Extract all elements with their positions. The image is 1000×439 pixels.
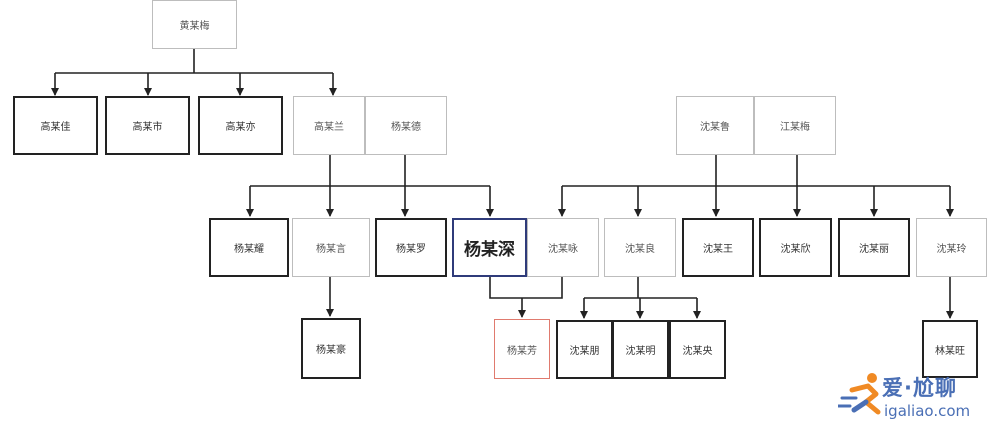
node-gao-2: 高某市	[105, 96, 190, 155]
node-shen-4: 沈某丽	[838, 218, 910, 277]
node-gao-1: 高某佳	[13, 96, 98, 155]
node-shen-peng: 沈某朋	[556, 320, 613, 379]
node-shen-3: 沈某欣	[759, 218, 832, 277]
watermark-title: 爱·尬聊	[882, 376, 957, 400]
node-shen-yang: 沈某央	[669, 320, 726, 379]
node-gao-lan: 高某兰	[293, 96, 365, 155]
watermark-url: igaliao.com	[884, 402, 971, 420]
node-yang-hao: 杨某豪	[301, 318, 361, 379]
node-shen-2: 沈某王	[682, 218, 754, 277]
node-shen-yong: 沈某咏	[527, 218, 599, 277]
node-yang-3: 杨某罗	[375, 218, 447, 277]
node-shen-liang: 沈某良	[604, 218, 676, 277]
node-shen-father: 沈某鲁	[676, 96, 754, 155]
node-yang-1: 杨某耀	[209, 218, 289, 277]
node-shen-ming: 沈某明	[612, 320, 669, 379]
node-shen-mother: 江某梅	[754, 96, 836, 155]
node-yang-fang: 杨某芳	[494, 319, 550, 379]
node-yang-shen: 杨某深	[452, 218, 527, 277]
node-gao-3: 高某亦	[198, 96, 283, 155]
node-yang-father: 杨某德	[365, 96, 447, 155]
node-yang-2: 杨某言	[292, 218, 370, 277]
runner-logo-icon	[838, 373, 881, 415]
watermark-logo	[838, 373, 881, 415]
node-grandmother: 黄某梅	[152, 0, 237, 49]
node-shen-5: 沈某玲	[916, 218, 987, 277]
node-lin: 林某旺	[922, 320, 978, 378]
